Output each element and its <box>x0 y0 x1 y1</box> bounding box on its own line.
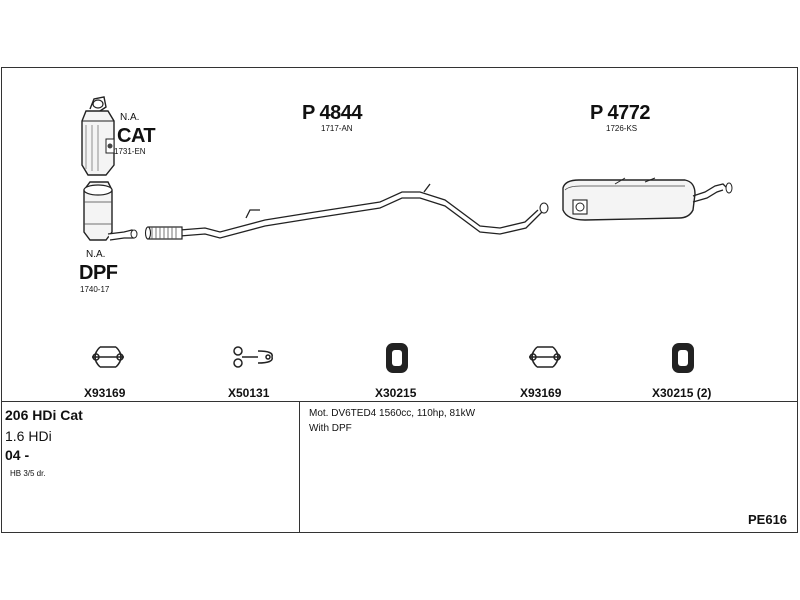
cat-status: N.A. <box>120 112 140 123</box>
catalytic-converter-drawing <box>81 96 115 176</box>
dpf-status: N.A. <box>86 249 106 260</box>
fitting-label-3: X30215 <box>375 386 417 400</box>
rear-silencer-drawing <box>562 177 733 221</box>
vertical-divider <box>299 401 300 533</box>
dpf-drawing <box>83 181 138 241</box>
rubber-mount-icon <box>386 343 408 373</box>
fitting-label-4: X93169 <box>520 386 562 400</box>
cat-code: 1731-EN <box>114 147 146 156</box>
vehicle-engine-size: 1.6 HDi <box>5 428 52 444</box>
fitting-label-1: X93169 <box>84 386 126 400</box>
middle-pipe-drawing <box>144 183 549 240</box>
horizontal-divider <box>1 401 798 402</box>
clamp-icon <box>529 346 561 368</box>
silencer-code: 1726-KS <box>606 124 638 133</box>
vehicle-model: 206 HDi Cat <box>5 407 83 423</box>
silencer-part-number: P 4772 <box>590 102 651 124</box>
vehicle-body: HB 3/5 dr. <box>10 469 46 478</box>
pipe-code: 1717-AN <box>321 124 353 133</box>
dpf-note: With DPF <box>309 423 352 434</box>
rubber-mount-icon <box>672 343 694 373</box>
fitting-label-2: X50131 <box>228 386 270 400</box>
engine-details: Mot. DV6TED4 1560cc, 110hp, 81kW <box>309 408 476 419</box>
vehicle-year: 04 - <box>5 447 30 463</box>
diagram-frame <box>1 67 798 533</box>
clamp-icon <box>92 346 124 368</box>
fitting-label-5: X30215 (2) <box>652 386 712 400</box>
dpf-code: 1740-17 <box>80 285 110 294</box>
pipe-part-number: P 4844 <box>302 102 363 124</box>
dpf-name: DPF <box>79 262 118 284</box>
kit-code: PE616 <box>748 512 788 527</box>
cat-name: CAT <box>117 125 156 147</box>
bracket-icon <box>233 346 273 368</box>
